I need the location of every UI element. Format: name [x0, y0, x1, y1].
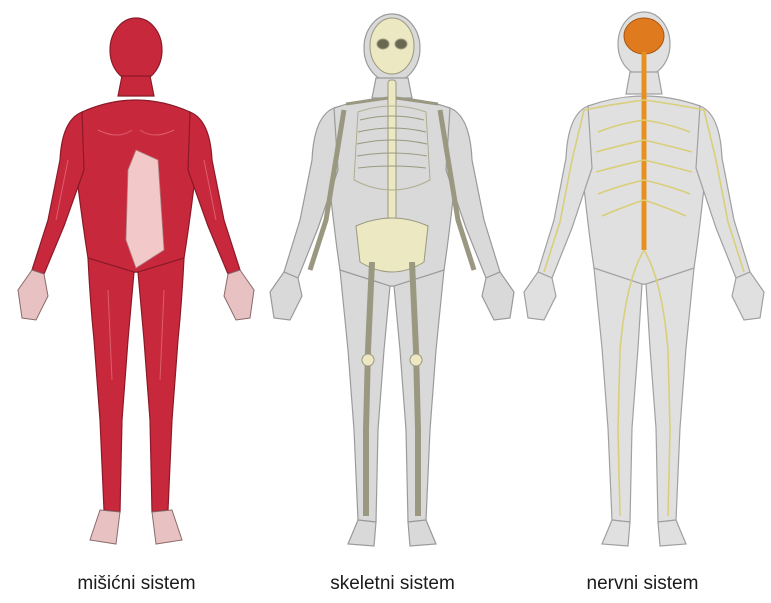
- skull-icon: [370, 18, 414, 74]
- right-foot-icon: [152, 510, 182, 544]
- muscle-left-leg: [88, 258, 134, 512]
- nervous-system-figure: [514, 0, 771, 570]
- muscular-system-figure: [8, 0, 265, 570]
- brain-icon: [624, 18, 664, 54]
- nervous-panel: nervni sistem: [514, 0, 771, 603]
- muscle-right-arm: [188, 112, 240, 274]
- right-hand-icon: [224, 270, 254, 320]
- caption-muscular: mišićni sistem: [8, 573, 265, 595]
- muscle-right-leg: [138, 258, 184, 512]
- left-hand-icon: [18, 270, 48, 320]
- muscle-left-arm: [32, 112, 84, 274]
- caption-skeletal: skeletni sistem: [264, 573, 521, 595]
- muscle-neck: [118, 76, 154, 96]
- skeletal-panel: skeletni sistem: [264, 0, 521, 603]
- abdominal-tendon: [126, 150, 164, 268]
- caption-nervous: nervni sistem: [514, 573, 771, 595]
- left-foot-icon: [90, 510, 120, 544]
- pelvis: [356, 218, 428, 272]
- skeletal-system-figure: [264, 0, 521, 570]
- muscle-head: [110, 18, 162, 82]
- muscular-panel: mišićni sistem: [8, 0, 265, 603]
